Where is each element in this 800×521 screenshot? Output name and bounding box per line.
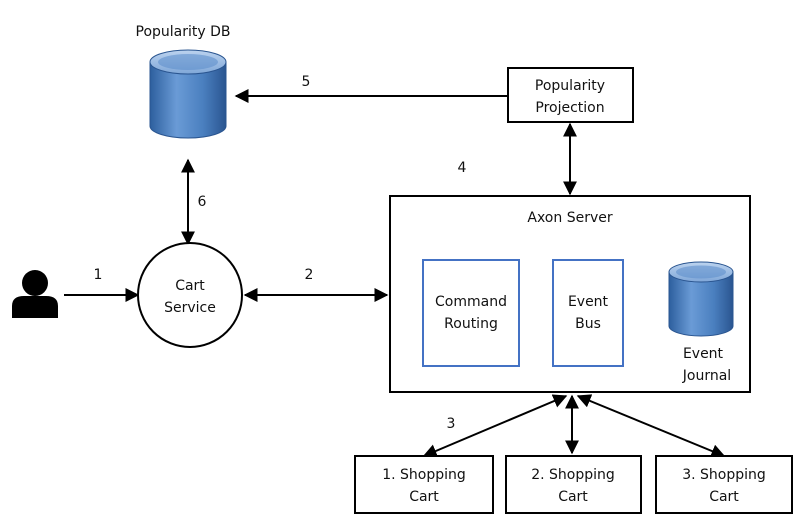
event-journal-database-icon — [668, 261, 734, 337]
shopping-cart-1-label-2: Cart — [409, 489, 439, 505]
edge-4-label: 4 — [458, 160, 467, 176]
popularity-db-database-icon — [149, 49, 227, 139]
shopping-cart-2-label-1: 2. Shopping — [531, 467, 615, 483]
edge-3-arrow-cart-1 — [422, 394, 568, 458]
edge-3-label: 3 — [447, 416, 456, 432]
axon-server-label: Axon Server — [527, 210, 612, 226]
shopping-cart-1-label-1: 1. Shopping — [382, 467, 466, 483]
edge-3-arrow-cart-3 — [576, 394, 726, 458]
command-routing-box — [422, 259, 520, 367]
user-icon — [12, 270, 58, 318]
shopping-cart-2-box — [505, 455, 642, 514]
event-journal-label-1: Event — [683, 346, 724, 362]
shopping-cart-1-box — [354, 455, 494, 514]
event-bus-label-1: Event — [568, 294, 609, 310]
edge-1-label: 1 — [94, 267, 103, 283]
command-routing-label-2: Routing — [444, 316, 498, 332]
event-bus-label-2: Bus — [575, 316, 601, 332]
event-journal-label-2: Journal — [682, 368, 731, 384]
popularity-projection-box — [507, 67, 634, 123]
cart-service-node — [137, 242, 243, 348]
shopping-cart-3-box — [655, 455, 793, 514]
command-routing-label-1: Command — [435, 294, 507, 310]
popularity-projection-label-1: Popularity — [535, 78, 605, 94]
shopping-cart-3-label-2: Cart — [709, 489, 739, 505]
edge-6-label: 6 — [198, 194, 207, 210]
event-bus-box — [552, 259, 624, 367]
shopping-cart-2-label-2: Cart — [558, 489, 588, 505]
popularity-db-label: Popularity DB — [136, 24, 231, 40]
cart-service-label-2: Service — [164, 300, 216, 316]
cart-service-label-1: Cart — [175, 278, 205, 294]
edge-2-label: 2 — [305, 267, 314, 283]
edge-5-label: 5 — [302, 74, 311, 90]
popularity-projection-label-2: Projection — [535, 100, 604, 116]
shopping-cart-3-label-1: 3. Shopping — [682, 467, 766, 483]
